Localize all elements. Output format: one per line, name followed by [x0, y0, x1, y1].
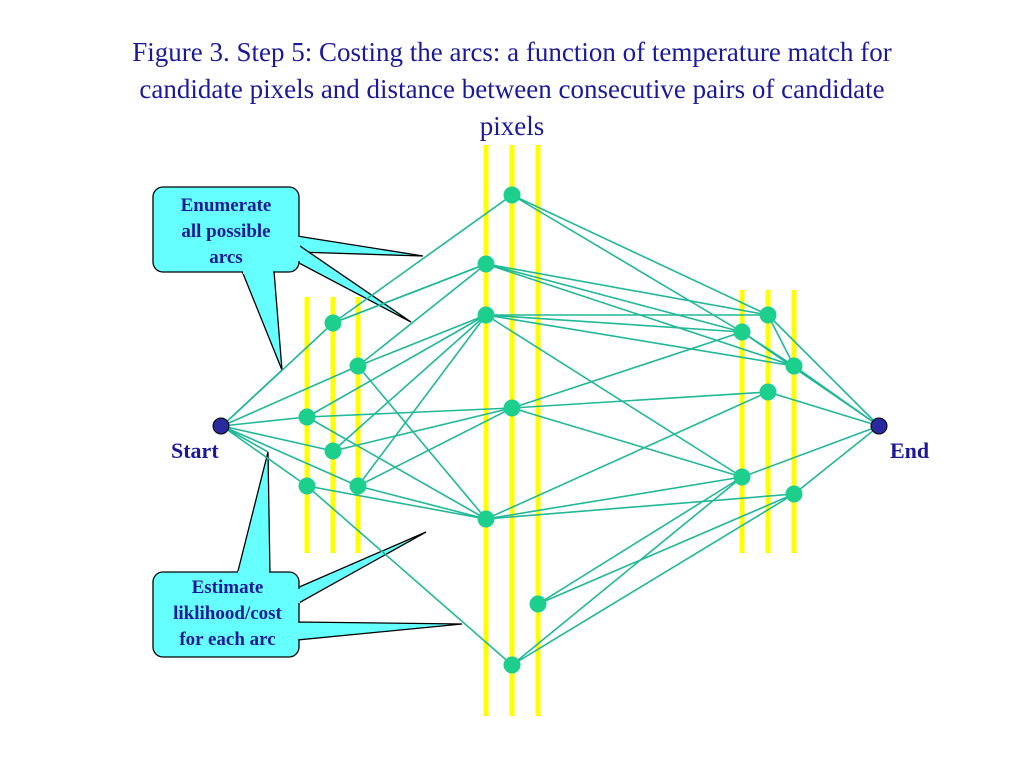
arc	[332, 263, 487, 324]
arc	[511, 493, 795, 666]
arc	[793, 425, 880, 495]
arc	[332, 194, 513, 324]
arc	[485, 263, 743, 333]
arc	[221, 425, 359, 487]
figure-title: Figure 3. Step 5: Costing the arcs: a fu…	[60, 34, 964, 145]
node	[759, 306, 777, 324]
node	[785, 485, 803, 503]
arc	[221, 416, 308, 427]
node	[324, 442, 342, 460]
arc	[485, 314, 795, 367]
arc	[357, 314, 487, 487]
callout-joins	[238, 237, 300, 639]
join-bottom-top	[238, 571, 269, 575]
node	[733, 323, 751, 341]
callout-enumerate: Enumerate all possible arcs	[156, 193, 296, 271]
node	[298, 477, 316, 495]
callout-pointers	[236, 235, 463, 641]
arc	[511, 194, 743, 333]
node	[298, 408, 316, 426]
arc	[221, 369, 283, 427]
arc	[306, 485, 487, 520]
node	[529, 595, 547, 613]
candidate-columns	[304, 145, 797, 716]
arc	[793, 365, 880, 427]
candidate-nodes	[298, 186, 803, 674]
arc	[511, 476, 743, 666]
arc	[511, 331, 743, 409]
join-top-bottom	[243, 270, 273, 274]
arc	[357, 263, 487, 367]
arc	[485, 314, 743, 478]
title-line-2: candidate pixels and distance between co…	[139, 74, 885, 104]
arc	[357, 314, 487, 367]
node	[349, 357, 367, 375]
arcs	[221, 194, 880, 666]
pointer-top-3	[241, 270, 283, 371]
node	[785, 357, 803, 375]
arc	[767, 314, 795, 367]
arc	[306, 314, 487, 418]
arc	[485, 314, 743, 333]
join-top-right	[296, 237, 300, 261]
callout-top-box	[152, 186, 300, 273]
arc	[306, 407, 513, 418]
arc	[537, 493, 795, 605]
node	[503, 656, 521, 674]
join-bottom-right-1	[296, 589, 300, 603]
arc	[221, 425, 334, 452]
start-label: Start	[171, 438, 219, 463]
end-node	[870, 417, 888, 435]
callout-estimate-line-3: for each arc	[179, 629, 276, 650]
node	[503, 399, 521, 417]
callout-enumerate-line-1: Enumerate	[180, 195, 272, 216]
arc	[741, 331, 795, 367]
title-line-1: Figure 3. Step 5: Costing the arcs: a fu…	[132, 37, 892, 67]
node	[733, 468, 751, 486]
arc	[221, 365, 359, 427]
node	[477, 510, 495, 528]
arc	[485, 263, 769, 316]
arc	[485, 476, 743, 520]
arc	[357, 365, 487, 520]
pointer-bottom-1	[236, 451, 271, 576]
callout-estimate-line-1: Estimate	[191, 577, 264, 598]
node	[477, 255, 495, 273]
arc	[332, 314, 487, 452]
arc	[332, 407, 513, 452]
arc	[511, 194, 769, 316]
arc	[357, 485, 487, 520]
node	[477, 306, 495, 324]
node	[759, 383, 777, 401]
arc	[767, 314, 880, 427]
start-node	[212, 417, 230, 435]
arc	[221, 425, 308, 487]
arc	[741, 425, 880, 478]
arc	[485, 391, 769, 520]
pointer-bottom-3	[296, 621, 463, 641]
join-bottom-right-2	[296, 623, 300, 639]
callout-enumerate-line-3: arcs	[209, 247, 243, 268]
callout-enumerate-line-2: all possible	[181, 221, 271, 242]
arc	[537, 476, 743, 605]
arc	[306, 485, 513, 666]
pointer-bottom-2	[296, 531, 427, 606]
arc	[511, 407, 743, 478]
node	[324, 314, 342, 332]
arc	[306, 416, 487, 520]
callout-bottom-box	[152, 571, 300, 658]
end-label: End	[890, 438, 930, 463]
arc	[221, 425, 269, 453]
arc	[357, 407, 513, 487]
arc	[485, 493, 795, 520]
callout-estimate-line-2: liklihood/cost	[173, 603, 282, 624]
title-line-3: pixels	[479, 111, 545, 141]
node	[503, 186, 521, 204]
node	[349, 477, 367, 495]
arc	[511, 391, 769, 409]
arc	[767, 391, 880, 427]
callout-estimate: Estimate liklihood/cost for each arc	[155, 575, 300, 653]
pointer-top-1	[296, 235, 424, 257]
